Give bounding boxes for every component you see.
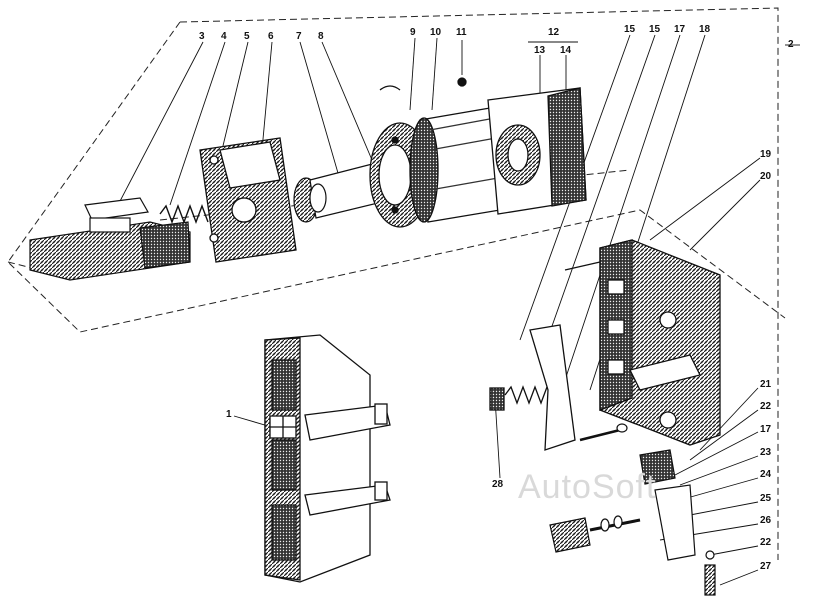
callout-label: 4 [221,31,227,42]
callout-label: 23 [760,447,772,458]
callout-label: 24 [760,469,772,480]
callout-label: 14 [560,45,572,56]
callout-label: 5 [244,31,250,42]
callout-label: 28 [492,479,504,490]
watermark-text: AutoSoft [518,468,657,506]
callout-label: 9 [410,27,416,38]
coil-spring [159,204,209,224]
mounting-base-plate [29,197,191,281]
callout-label: 10 [430,27,442,38]
callout-label: 20 [760,171,772,182]
callout-label: 8 [318,31,324,42]
callout-label: 12 [548,27,560,38]
callout-label: 25 [760,493,772,504]
callout-label: 22 [760,537,772,548]
fastener-hardware [549,423,716,596]
callout-label: 18 [699,24,711,35]
callout-label: 7 [296,31,302,42]
callout-label: 2 [788,39,794,50]
relay-block-housing [264,334,391,583]
callout-label: 15 [649,24,661,35]
callout-label: 15 [624,24,636,35]
contact-spring-clip [489,261,601,451]
motor-housing [379,77,501,223]
rear-gear-housing [487,87,587,215]
callout-label: 1 [226,409,232,420]
callout-label: 11 [456,27,467,38]
callout-label: 27 [760,561,772,572]
callout-label: 26 [760,515,772,526]
callout-label: 13 [534,45,546,56]
leader-lines [117,34,800,586]
callout-label: 3 [199,31,205,42]
callout-label: 17 [674,24,686,35]
callout-label: 19 [760,149,772,160]
front-cover-plate [199,137,297,263]
callout-label: 22 [760,401,772,412]
callout-label: 6 [268,31,274,42]
callout-label: 17 [760,424,772,435]
terminal-block [599,239,721,446]
callout-label: 21 [760,379,772,390]
